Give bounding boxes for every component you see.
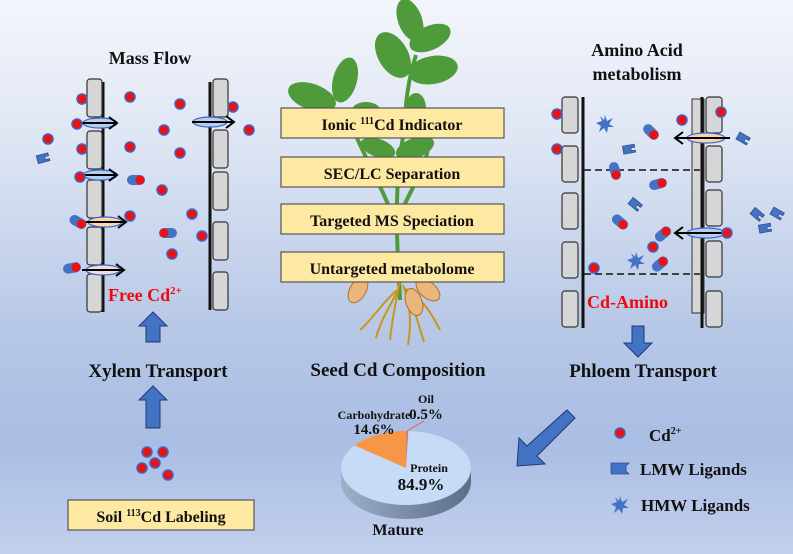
hmw-ligand-icon	[611, 496, 629, 514]
legend-label-hmw: HMW Ligands	[641, 496, 750, 515]
method-label-3: Targeted MS Speciation	[310, 213, 474, 230]
method-box-1	[280, 107, 505, 139]
mass-flow-title: Mass Flow	[109, 48, 192, 68]
membrane-transporters-left	[76, 115, 236, 277]
up-arrow-upper	[137, 311, 169, 343]
phloem-cell-wall-left	[561, 96, 585, 328]
cd-ions-phloem	[551, 106, 733, 274]
amino-title-line1: Amino Acid	[591, 40, 683, 60]
down-arrow-phloem	[622, 325, 654, 358]
up-arrow-lower	[137, 385, 169, 429]
pie-slice-protein	[341, 431, 471, 506]
protein-value: 84.9%	[398, 475, 445, 494]
phloem-cell-wall-right	[691, 96, 723, 328]
xylem-cell-wall-left	[86, 78, 105, 313]
oil-label: Oil	[418, 392, 435, 406]
oil-value: 0.5%	[409, 407, 443, 423]
protein-label: Protein	[410, 461, 448, 475]
legend-label-cd: Cd2+	[649, 426, 682, 445]
seed-composition-title: Seed Cd Composition	[310, 360, 486, 381]
soil-labeling-label: Soil 113Cd Labeling	[96, 508, 225, 526]
peanut-plant-illustration	[288, 0, 458, 346]
method-label-2: SEC/LC Separation	[324, 166, 461, 183]
legend: Cd2+ LMW Ligands HMW Ligands	[610, 426, 750, 515]
xylem-cell-wall-right	[208, 78, 229, 311]
carbohydrate-value: 14.6%	[353, 422, 394, 438]
analysis-methods-list: Ionic 111Cd Indicator SEC/LC Separation …	[280, 107, 505, 283]
pie-slice-oil	[406, 431, 409, 468]
seed-cd-pie-chart	[341, 420, 471, 519]
amino-title-line2: metabolism	[593, 64, 682, 84]
oil-leader-line	[406, 420, 425, 432]
membrane-transporters-right	[673, 131, 730, 240]
soil-labeling-box	[67, 499, 255, 531]
method-label-1: Ionic 111Cd Indicator	[321, 116, 462, 134]
sieve-plates	[584, 169, 700, 275]
pie-slice-carbohydrate	[354, 431, 407, 468]
cd-ion-icon	[614, 427, 626, 439]
soil-cd-ion-cluster	[136, 446, 174, 481]
method-label-4: Untargeted metabolome	[310, 261, 475, 278]
free-cd-label: Free Cd2+	[108, 285, 182, 305]
phloem-transport-label: Phloem Transport	[569, 361, 717, 382]
lmw-ligand-icon	[610, 462, 630, 475]
cd-amino-label: Cd-Amino	[587, 292, 668, 312]
mature-label: Mature	[372, 522, 423, 539]
pie-side-wall	[341, 468, 471, 519]
carbohydrate-label: Carbohydrate	[338, 408, 411, 422]
method-box-3	[280, 203, 505, 235]
legend-label-lmw: LMW Ligands	[640, 460, 747, 479]
diagonal-arrow-to-seed	[516, 409, 576, 467]
method-box-2	[280, 156, 505, 188]
xylem-transport-label: Xylem Transport	[88, 361, 228, 382]
method-box-4	[280, 251, 505, 283]
